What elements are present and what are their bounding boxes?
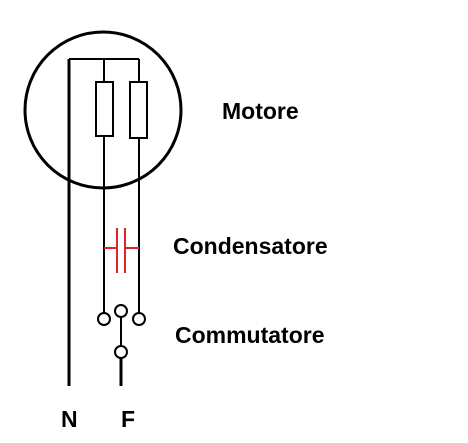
switch-common-contact [114,345,128,359]
winding-2-resistor [129,81,148,139]
winding-1-resistor [95,81,114,137]
neutral-label: N [61,406,78,432]
capacitor-symbol [104,228,139,273]
switch-contact-left [97,312,111,326]
switch-contact-right [132,312,146,326]
switch-contact-center [114,304,128,318]
switch-label: Commutatore [175,322,325,348]
capacitor-label: Condensatore [173,233,328,259]
phase-label: F [121,406,136,432]
motor-label: Motore [222,98,299,124]
